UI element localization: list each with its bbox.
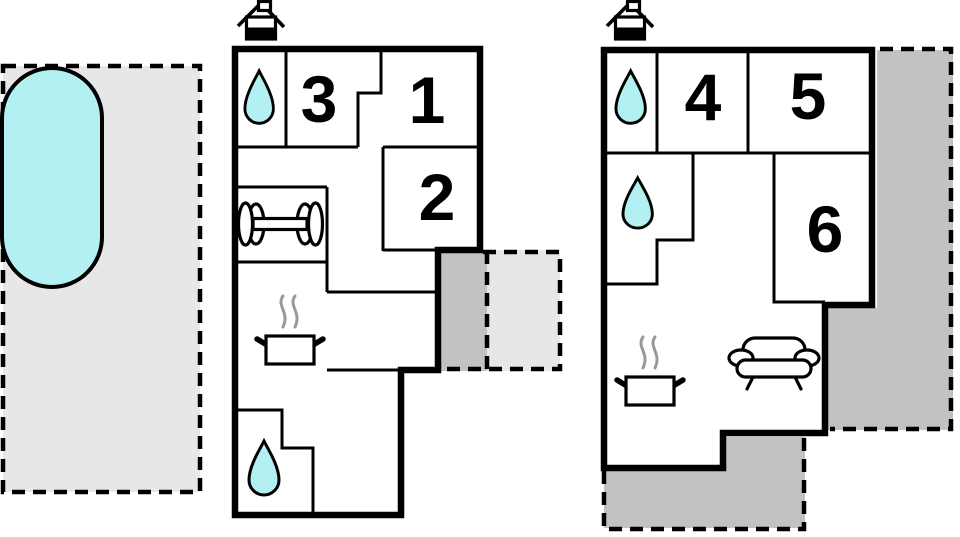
terrace-right-dashed-border — [830, 46, 954, 432]
room-number-2: 2 — [418, 160, 456, 234]
building-1 — [231, 45, 484, 519]
building-1-interior-walls — [232, 49, 480, 515]
terrace-dashed-border — [442, 249, 563, 372]
building-1-terrace — [441, 249, 563, 372]
sofa-icon — [727, 336, 821, 391]
room-number-6: 6 — [806, 192, 844, 266]
room-number-1: 1 — [408, 63, 446, 137]
building-2-interior-walls — [601, 50, 872, 304]
pool-terrace-area — [0, 63, 203, 495]
terrace-bottom-dashed-border — [601, 437, 807, 532]
terrace-right-surface — [828, 50, 953, 430]
cooking-pot-icon — [614, 335, 686, 407]
room-number-3: 3 — [300, 62, 338, 136]
room-number-4: 4 — [684, 60, 722, 134]
water-drop-icon — [243, 67, 275, 125]
swimming-pool — [0, 66, 104, 289]
terrace-dark-area — [441, 250, 487, 371]
water-drop-icon — [621, 174, 654, 230]
water-drop-icon — [247, 437, 281, 497]
fireplace-chimney-icon — [236, 0, 286, 41]
building-1-outer-walls — [231, 45, 484, 519]
terrace-bottom-surface — [604, 437, 805, 528]
water-drop-icon — [614, 67, 647, 125]
terrace-light-area — [487, 250, 560, 371]
room-number-5: 5 — [789, 59, 827, 133]
fireplace-chimney-icon — [605, 0, 655, 41]
building-2-terrace — [601, 46, 954, 532]
dumbbell-icon — [236, 201, 325, 247]
cooking-pot-icon — [254, 294, 326, 366]
